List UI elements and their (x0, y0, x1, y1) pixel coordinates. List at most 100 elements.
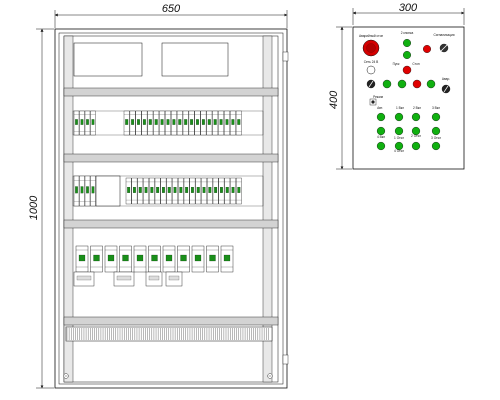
switch-black-left (366, 79, 376, 89)
label-mode: Режим (373, 95, 383, 99)
label-2-button: 2 кнопка (401, 31, 414, 35)
cable-duct-3 (63, 219, 279, 229)
indicator-green-top (403, 39, 412, 48)
row2-breaker (172, 177, 178, 205)
panel-height-label: 400 (328, 90, 340, 109)
mode-selector (369, 98, 377, 106)
row1-breaker-group (73, 110, 242, 136)
row1-breaker (218, 110, 224, 136)
contactor (75, 245, 89, 273)
label-start: Пуск (393, 62, 400, 66)
selector-switch-top (439, 43, 449, 53)
row2-breaker (195, 177, 202, 205)
label-3-off: 3 Откл (431, 136, 441, 140)
screw-bottom-right (267, 373, 273, 379)
overload-relay (145, 271, 163, 287)
indicator-green (376, 141, 386, 151)
cabinet-height-label: 1000 (28, 195, 40, 220)
row3-lower-group (73, 271, 183, 287)
row2-breaker (73, 175, 80, 207)
panel-width-label: 300 (399, 2, 418, 14)
row2-breaker (189, 177, 196, 205)
panel-button-grid (376, 112, 441, 151)
row2-breaker (212, 177, 219, 205)
row2-breaker (166, 177, 173, 205)
contactor (177, 245, 190, 273)
indicator-red-row2-b (412, 79, 422, 89)
indicator-green (411, 112, 421, 122)
row2-breaker (137, 177, 144, 205)
row2-breaker (149, 177, 155, 205)
panel-height-dimension: 400 (328, 26, 352, 170)
row1-breaker (194, 110, 201, 136)
row1-breaker (153, 110, 160, 136)
indicator-green-row2-c (426, 79, 436, 89)
row2-breaker (79, 175, 85, 207)
label-signal: Сигнализация (434, 33, 455, 37)
contactor (133, 245, 147, 273)
overload-relay (73, 271, 95, 287)
row1-breaker (135, 110, 142, 136)
cable-duct-2 (63, 153, 279, 163)
label-stop: Стоп (412, 62, 419, 66)
indicator-red-top (423, 45, 432, 54)
row2-breaker (178, 177, 184, 205)
row2-breaker (143, 177, 149, 205)
indicator-green (376, 112, 386, 122)
row1-breaker (224, 110, 230, 136)
row1-breaker (188, 110, 195, 136)
contactor (162, 245, 176, 273)
top-device-left (73, 42, 143, 77)
cabinet-height-dimension: 1000 (28, 28, 54, 389)
indicator-green-row2-a (382, 79, 392, 89)
row2-breaker (154, 177, 161, 205)
label-auto: Авт. (377, 106, 383, 110)
row2-breaker (218, 177, 225, 205)
row1-breaker (200, 110, 207, 136)
row1-breaker (129, 110, 136, 136)
row2-breaker (84, 175, 91, 207)
row2-breaker (201, 177, 207, 205)
screw-bottom-left (63, 373, 69, 379)
label-net-24v: Сеть 24 В (364, 60, 379, 64)
row1-breaker (230, 110, 236, 136)
contactor (206, 245, 219, 273)
row1-breaker (212, 110, 219, 136)
row2-breaker (207, 177, 213, 205)
contactor (191, 245, 205, 273)
control-panel: Аварийный стоп 2 кнопка Сигнализация Сет… (352, 26, 465, 170)
row2-breaker (160, 177, 167, 205)
label-4-off: 4 Откл (394, 149, 404, 153)
row2-breaker (125, 177, 132, 205)
indicator-green-top-2 (403, 51, 412, 60)
row1-breaker (90, 110, 96, 136)
contactor (104, 245, 118, 273)
indicator-white (366, 65, 376, 75)
row2-breaker-group (73, 175, 242, 207)
label-alarm: Авар. (442, 77, 450, 81)
indicator-green-row2-b (397, 79, 407, 89)
overload-relay (165, 271, 183, 287)
indicator-green (394, 112, 404, 122)
row1-breaker (141, 110, 148, 136)
contactor (148, 245, 161, 273)
row1-breaker (159, 110, 165, 136)
terminal-block (65, 326, 273, 342)
row1-breaker (176, 110, 183, 136)
terminal-group (66, 328, 269, 340)
label-2-on: 2 Вкл (413, 106, 421, 110)
indicator-green (376, 126, 386, 136)
row2-device-box (95, 175, 121, 207)
panel-width-dimension: 300 (352, 2, 465, 25)
label-1-off: 1 Откл (394, 136, 404, 140)
cable-duct-4 (63, 316, 279, 326)
row1-breaker (79, 110, 85, 136)
row1-breaker (147, 110, 154, 136)
row2-breaker (183, 177, 190, 205)
label-2-off: 2 Откл (411, 134, 421, 138)
row1-breaker (182, 110, 189, 136)
cable-duct-1 (63, 87, 279, 97)
hinge-bottom (282, 354, 289, 365)
row1-breaker (206, 110, 213, 136)
din-row-3 (73, 245, 234, 287)
